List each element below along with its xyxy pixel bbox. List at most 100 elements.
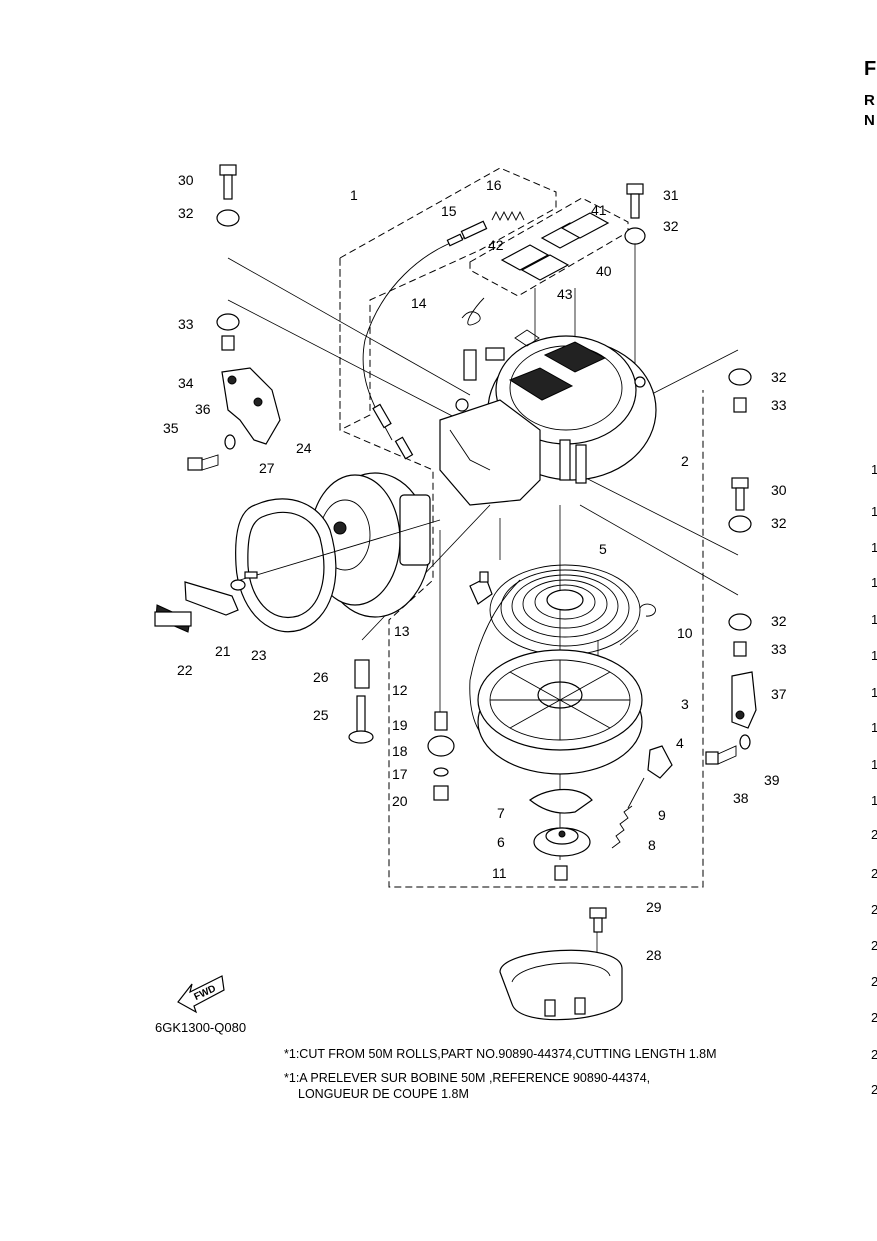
edge-row-number: 2	[871, 866, 877, 881]
collar-19	[434, 711, 448, 731]
edge-row-number: 2	[871, 902, 877, 917]
part-label: 33	[771, 641, 787, 657]
grommet-32-e	[728, 515, 752, 533]
spring-16	[491, 210, 525, 222]
figure-code: 6GK1300-Q080	[155, 1020, 247, 1035]
part-label: 32	[771, 515, 787, 531]
part-label: 32	[178, 205, 194, 221]
part-label: 39	[764, 772, 780, 788]
part-label: 27	[259, 460, 275, 476]
part-label: 28	[646, 947, 662, 963]
spring-9	[627, 777, 645, 809]
bolt-29	[589, 907, 607, 933]
part-label: 32	[663, 218, 679, 234]
decal-labels	[500, 212, 610, 281]
pin-15	[460, 220, 488, 240]
washer-39	[739, 734, 751, 750]
spring-8	[611, 805, 633, 849]
edge-row-number: 1	[871, 648, 877, 663]
edge-row-number: 1	[871, 575, 877, 590]
part-label: 15	[441, 203, 457, 219]
edge-row-number: 2	[871, 1047, 877, 1062]
part-label: 10	[677, 625, 693, 641]
part-label: 30	[771, 482, 787, 498]
edge-row-number: 1	[871, 757, 877, 772]
part-label: 33	[771, 397, 787, 413]
part-label: 9	[658, 807, 666, 823]
part-label: 32	[771, 613, 787, 629]
note-english: *1:CUT FROM 50M ROLLS,PART NO.90890-4437…	[284, 1047, 717, 1061]
edge-row-number: 1	[871, 540, 877, 555]
bolt-20	[433, 785, 449, 801]
part-label: 18	[392, 743, 408, 759]
throttle-cable	[362, 235, 471, 441]
part-label: 19	[392, 717, 408, 733]
part-label: 8	[648, 837, 656, 853]
rope-reel-3	[477, 649, 643, 775]
part-label: 17	[392, 766, 408, 782]
fwd-arrow-icon: FWD	[177, 975, 225, 1014]
bracket-34	[221, 367, 281, 445]
part-label: 1	[350, 187, 358, 203]
edge-row-number: 1	[871, 462, 877, 477]
handle-frame-27	[235, 498, 337, 633]
bolt-35	[187, 454, 219, 471]
part-label: 37	[771, 686, 787, 702]
edge-row-number: 2	[871, 1010, 877, 1025]
collar-33-c	[733, 641, 747, 657]
part-label: 6	[497, 834, 505, 850]
cover-28	[499, 949, 623, 1021]
part-label: 38	[733, 790, 749, 806]
collar-26	[354, 659, 370, 689]
part-label: 13	[394, 623, 410, 639]
pawl-13	[469, 571, 493, 605]
part-label: 26	[313, 669, 329, 685]
edge-row-number: 2	[871, 938, 877, 953]
edge-row-number: 2	[871, 1082, 877, 1097]
part-label: 40	[596, 263, 612, 279]
part-label: 7	[497, 805, 505, 821]
part-label: 35	[163, 420, 179, 436]
bolt-25	[348, 695, 374, 744]
bolt-30-top	[219, 164, 237, 200]
washer-36	[224, 434, 236, 450]
edge-row-number: 1	[871, 612, 877, 627]
part-label: 33	[178, 316, 194, 332]
edge-row-number: 1	[871, 685, 877, 700]
drive-plate-6	[533, 827, 591, 857]
screw-11	[554, 865, 568, 881]
part-label: 20	[392, 793, 408, 809]
part-label: 31	[663, 187, 679, 203]
part-label: 16	[486, 177, 502, 193]
part-number-labels: 1234567891011121314151617181920212223242…	[163, 172, 787, 963]
edge-header-letter: F	[864, 58, 877, 80]
part-label: 3	[681, 696, 689, 712]
part-label: 5	[599, 541, 607, 557]
note-french-line1: *1:A PRELEVER SUR BOBINE 50M ,REFERENCE …	[284, 1071, 651, 1085]
grommet-32-f	[728, 613, 752, 631]
grommet-32-c	[624, 227, 646, 245]
bolt-31	[626, 183, 644, 219]
part-label: 23	[251, 647, 267, 663]
cable-joint	[394, 436, 414, 460]
part-label: 43	[557, 286, 573, 302]
starter-rope	[239, 519, 441, 581]
edge-row-number: 1	[871, 720, 877, 735]
friction-plate-7	[528, 789, 593, 814]
pulley-24	[309, 472, 431, 618]
pawl-4	[647, 745, 673, 779]
part-label: 12	[392, 682, 408, 698]
part-label: 36	[195, 401, 211, 417]
part-label: 34	[178, 375, 194, 391]
cable-clip	[372, 403, 392, 429]
edge-row-number: 2	[871, 827, 877, 842]
bolt-38	[705, 745, 737, 765]
part-label: 2	[681, 453, 689, 469]
bolt-30-right	[731, 477, 749, 511]
part-label: 42	[488, 237, 504, 253]
part-label: 4	[676, 735, 684, 751]
cable-end-fitting	[446, 233, 464, 247]
edge-row-number: 1	[871, 504, 877, 519]
grommet-32-a	[216, 209, 240, 227]
